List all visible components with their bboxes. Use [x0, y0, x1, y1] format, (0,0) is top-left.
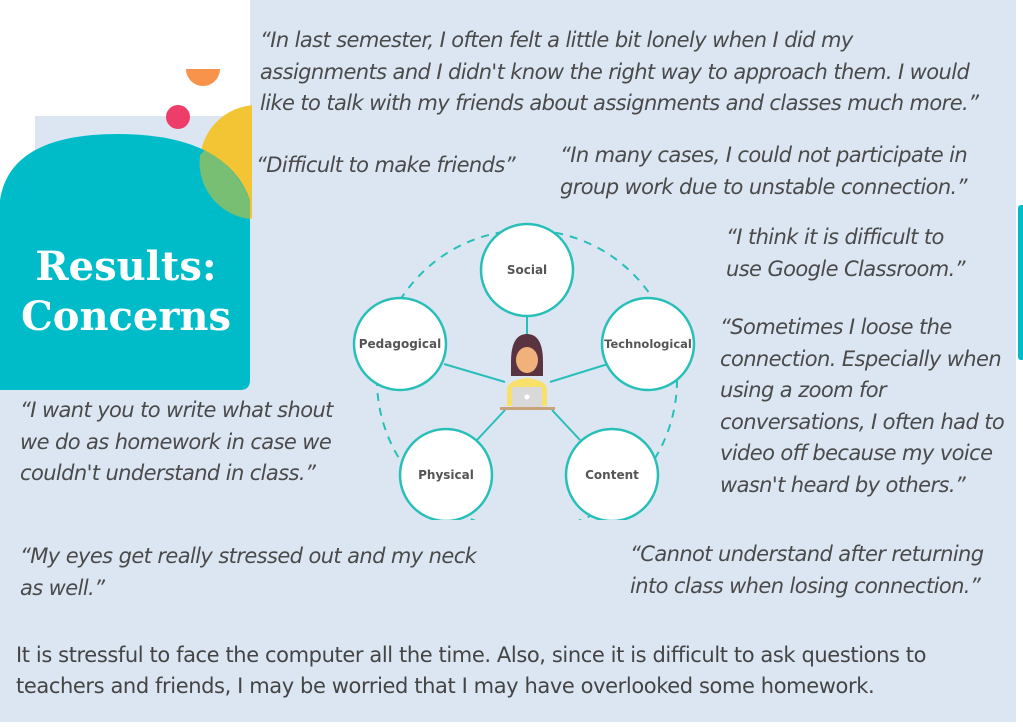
- quote-lonely: “In last semester, I often felt a little…: [260, 28, 979, 115]
- concerns-diagram: Social Technological Content Physical Pe…: [352, 222, 696, 520]
- pink-dot: [166, 105, 190, 129]
- right-edge-accent: [1018, 205, 1023, 360]
- student-laptop-icon: [500, 334, 555, 410]
- title-line-2: Concerns: [20, 293, 232, 340]
- node-label-content: Content: [585, 468, 639, 482]
- node-label-technological: Technological: [604, 337, 692, 351]
- quote-group-work: “In many cases, I could not participate …: [560, 143, 968, 199]
- bottom-left-panel: [0, 385, 250, 722]
- orange-semicircle: [186, 69, 220, 86]
- teal-shape: [0, 134, 250, 390]
- node-content: [564, 427, 660, 520]
- node-pedagogical: [352, 296, 448, 392]
- quote-eyes: “My eyes get really stressed out and my …: [20, 544, 477, 600]
- node-physical: [398, 427, 494, 520]
- node-label-social: Social: [507, 263, 547, 277]
- quote-homework: “I want you to write what shout we do as…: [20, 398, 333, 485]
- node-social: [479, 222, 575, 318]
- quote-returning: “Cannot understand after returning into …: [630, 542, 984, 598]
- node-label-physical: Physical: [418, 468, 474, 482]
- node-label-pedagogical: Pedagogical: [359, 337, 441, 351]
- slide-title: Results:Concerns: [0, 242, 252, 342]
- title-line-1: Results:: [35, 243, 217, 290]
- quote-google-classroom: “I think it is difficult to use Google C…: [726, 225, 966, 281]
- quote-friends: “Difficult to make friends”: [256, 153, 516, 177]
- summary-text: It is stressful to face the computer all…: [16, 643, 927, 698]
- node-technological: [600, 296, 696, 392]
- quote-zoom-connection: “Sometimes I loose the connection. Espec…: [720, 315, 1005, 497]
- title-decoration: [0, 69, 252, 390]
